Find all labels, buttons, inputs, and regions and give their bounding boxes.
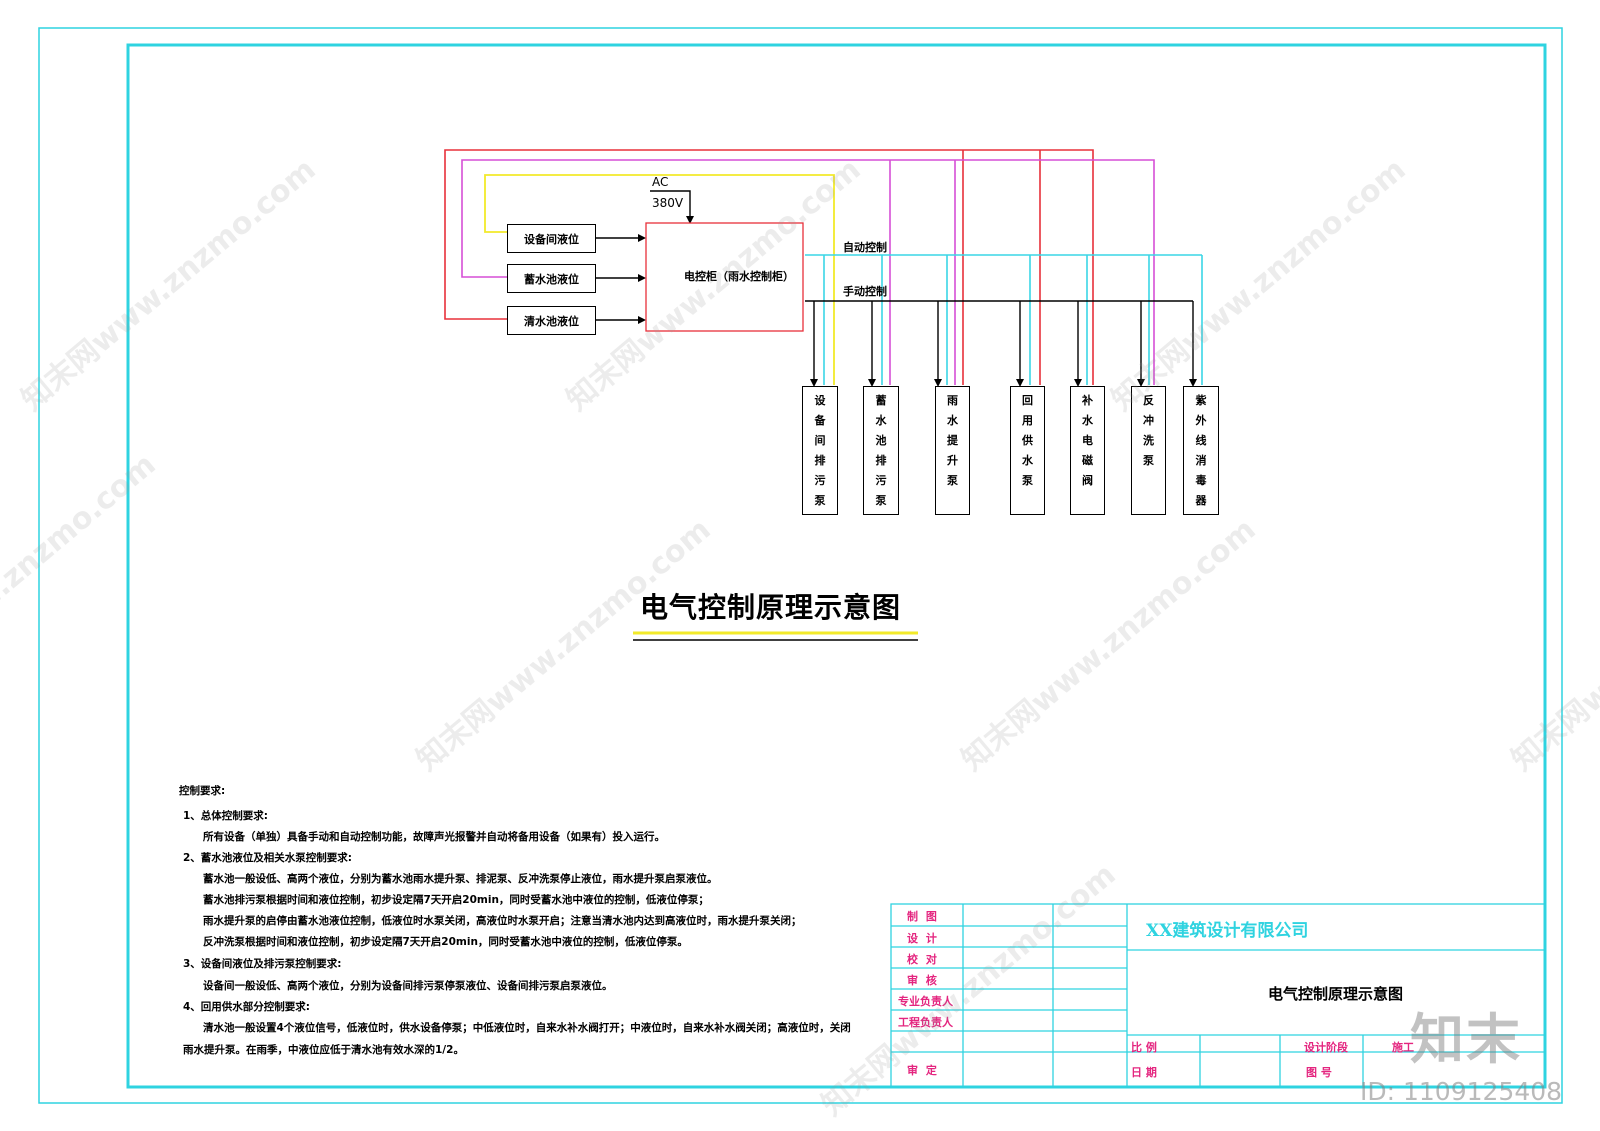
tb-role: 工程负责人 [898,1016,953,1029]
device-label: 补水电磁阀 [1082,394,1093,487]
tb-role: 校 对 [907,953,939,966]
tb-role: 专业负责人 [898,995,953,1008]
drawing-name: 电气控制原理示意图 [1268,985,1404,1003]
device-box: 补水电磁阀 [1070,386,1105,515]
arrowheads [638,216,1197,387]
note-line: 设备间一般设低、高两个液位，分别为设备间排污泵停泵液位、设备间排污泵启泵液位。 [203,980,613,992]
control-cabinet-box [645,222,804,332]
sensor-label: 蓄水池液位 [524,272,579,286]
tb-stage-value: 施工 [1392,1041,1414,1054]
note-line: 雨水提升泵的启停由蓄水池液位控制，低液位时水泵关闭，高液位时水泵开启；注意当清水… [203,915,802,927]
note-line: 反冲洗泵根据时间和液位控制，初步设定隔7天开启20min，同时受蓄水池中液位的控… [203,936,688,948]
black-wiring [596,190,1194,385]
tb-role: 制 图 [907,910,939,923]
device-label: 蓄水池排污泵 [875,394,887,507]
red-wiring [444,149,1094,385]
note-line: 所有设备（单独）具备手动和自动控制功能，故障声光报警并自动将备用设备（如果有）投… [203,831,665,843]
manual-control-label: 手动控制 [843,285,887,298]
device-box: 设备间排污泵 [802,386,838,515]
magenta-wiring [461,159,1155,385]
sensor-box-equipment-room: 设备间液位 [507,224,596,253]
note-line: 雨水提升泵。在雨季，中液位应低于清水池有效水深的1/2。 [183,1044,464,1056]
title-block-grid [890,903,1546,1088]
device-label: 雨水提升泵 [947,394,958,487]
device-box: 蓄水池排污泵 [863,386,899,515]
inner-frame [126,43,1547,1089]
device-label: 紫外线消毒器 [1195,394,1207,507]
ac-label: AC [652,175,669,189]
device-box: 回用供水泵 [1010,386,1045,515]
tb-scale-label: 比 例 [1131,1041,1157,1054]
notes-heading: 控制要求: [179,785,226,797]
control-cabinet-label: 电控柜（雨水控制柜） [684,270,794,283]
voltage-label: 380V [652,196,684,210]
device-label: 设备间排污泵 [814,394,826,507]
tb-stage-label: 设计阶段 [1304,1041,1348,1054]
znzmo-logo: 知末 [1410,1008,1522,1071]
sensor-box-storage-tank: 蓄水池液位 [507,264,596,293]
device-box: 紫外线消毒器 [1183,386,1219,515]
note-line: 2、蓄水池液位及相关水泵控制要求: [183,852,353,864]
sensor-label: 设备间液位 [524,232,579,246]
diagram-title: 电气控制原理示意图 [640,591,902,624]
sensor-label: 清水池液位 [524,314,579,328]
note-line: 3、设备间液位及排污泵控制要求: [183,958,342,970]
cyan-wiring [805,254,1203,385]
device-label: 回用供水泵 [1022,394,1033,487]
outer-frame [38,27,1563,1104]
yellow-wiring [484,174,835,385]
note-line: 蓄水池一般设低、高两个液位，分别为蓄水池雨水提升泵、排泥泵、反冲洗泵停止液位，雨… [203,873,718,885]
tb-role: 审 定 [907,1064,939,1077]
tb-role: 审 核 [907,974,939,987]
note-line: 1、总体控制要求: [183,810,269,822]
company-name: XX建筑设计有限公司 [1146,921,1309,941]
tb-number-label: 图 号 [1306,1066,1332,1079]
note-line: 清水池一般设置4个液位信号，低液位时，供水设备停泵；中低液位时，自来水补水阀打开… [203,1022,851,1034]
device-box: 反冲洗泵 [1131,386,1166,515]
note-line: 蓄水池排污泵根据时间和液位控制，初步设定隔7天开启20min，同时受蓄水池中液位… [203,894,709,906]
sensor-box-clear-water-tank: 清水池液位 [507,306,596,335]
note-line: 4、回用供水部分控制要求: [183,1001,311,1013]
device-box: 雨水提升泵 [935,386,970,515]
device-label: 反冲洗泵 [1143,394,1154,467]
auto-control-label: 自动控制 [843,241,887,254]
image-id-text: ID: 1109125408 [1360,1077,1563,1106]
tb-date-label: 日 期 [1131,1066,1157,1079]
tb-role: 设 计 [907,932,939,945]
